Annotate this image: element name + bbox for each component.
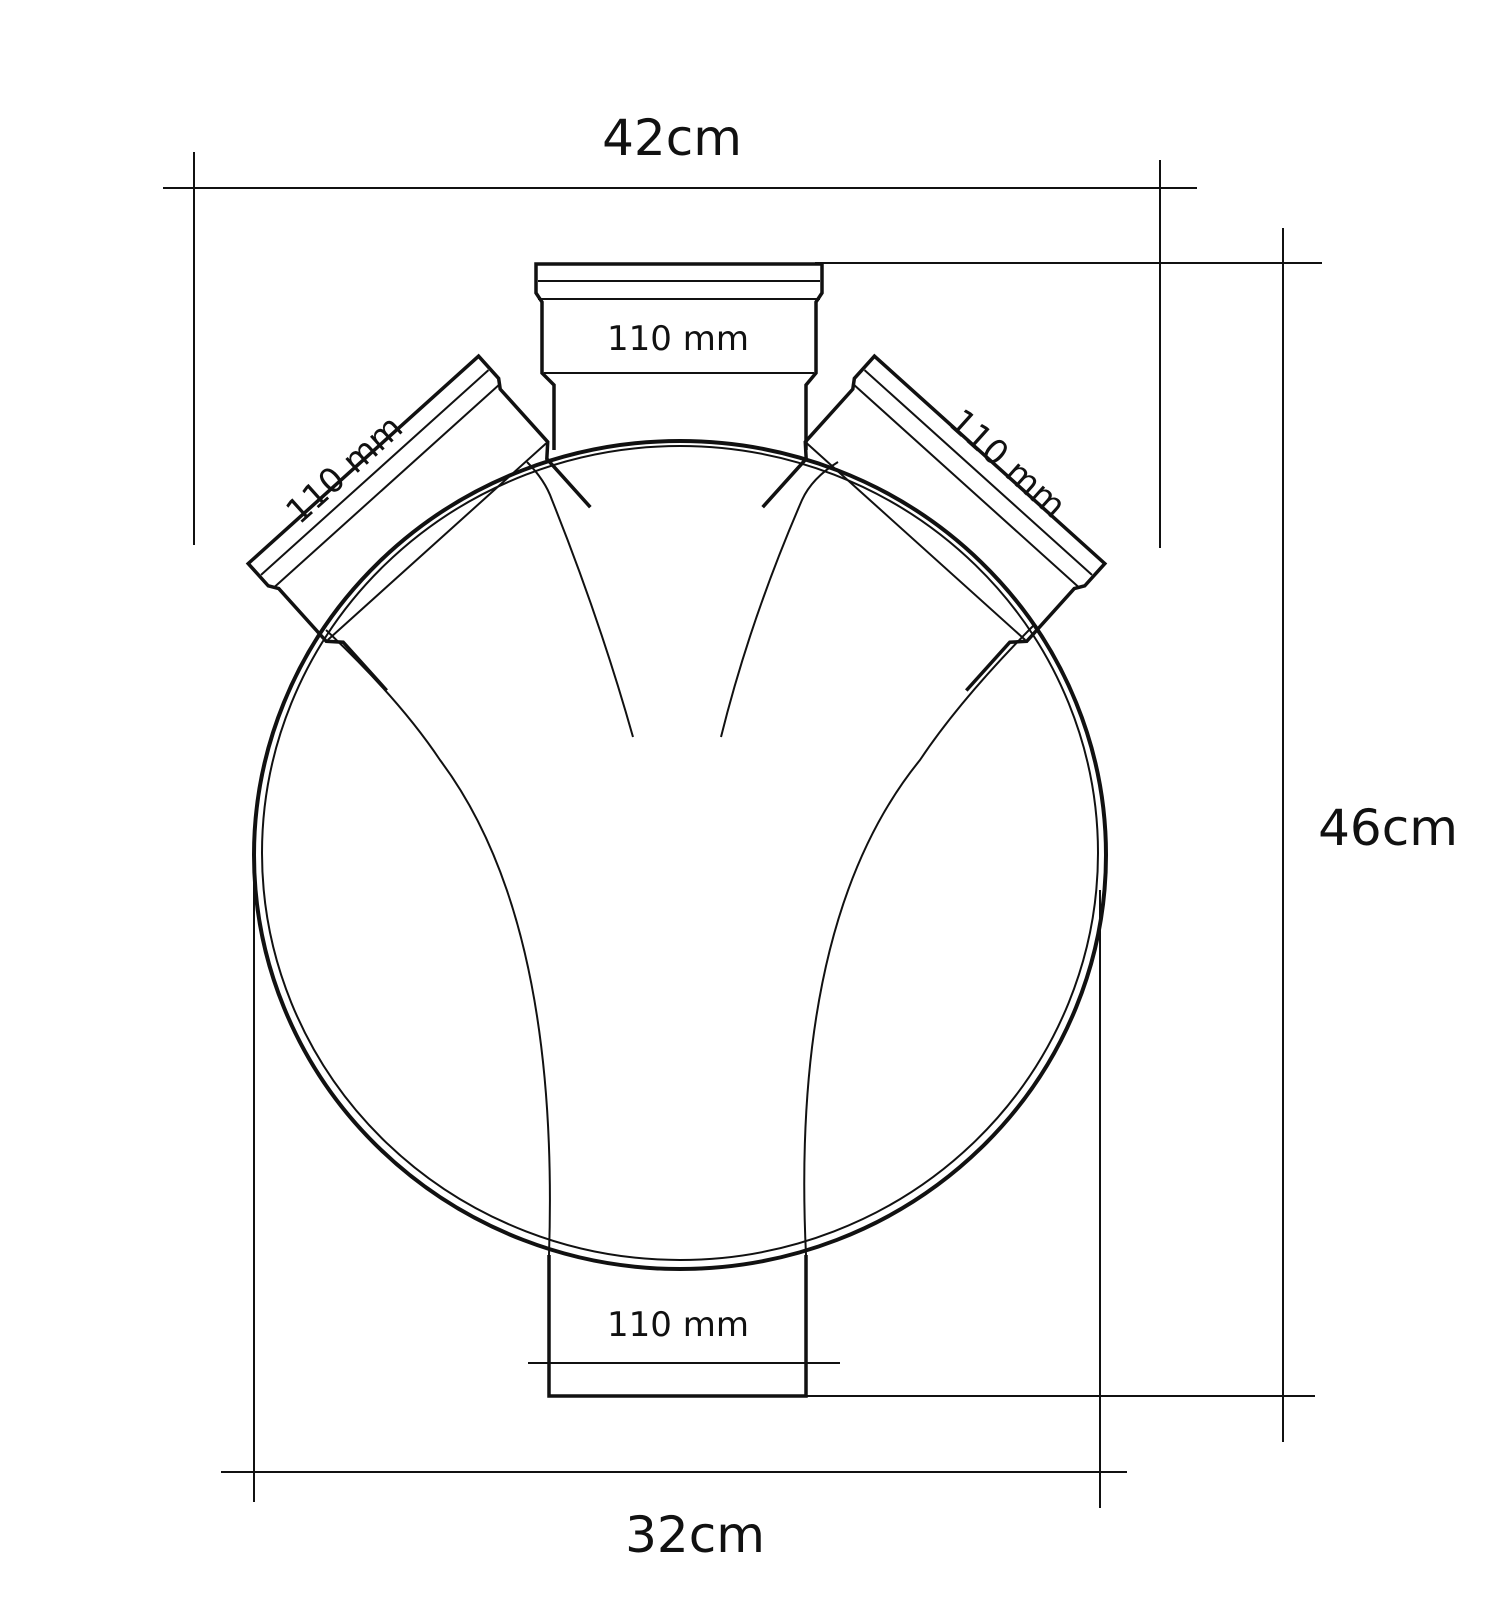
dimension-lines xyxy=(163,152,1322,1508)
top-socket-outline xyxy=(534,262,824,450)
upper-right-socket xyxy=(761,353,1108,692)
channel-top-right xyxy=(720,461,839,738)
upper-left-socket xyxy=(245,353,592,692)
bottom-outlet-outline xyxy=(547,1255,808,1398)
upper-right-socket-ring-3 xyxy=(806,442,1026,641)
upper-left-socket-ring-3 xyxy=(327,442,547,641)
dim-bottom-label: 32cm xyxy=(625,1506,765,1564)
pipe-top-label: 110 mm xyxy=(607,319,749,359)
main-body xyxy=(252,439,1108,1271)
dim-top-label: 42cm xyxy=(602,109,742,167)
dim-right-label: 46cm xyxy=(1318,799,1458,857)
upper-left-socket-outline xyxy=(245,353,592,692)
channel-top-left xyxy=(526,461,634,738)
body-circle-inner xyxy=(261,445,1099,1261)
upper-right-socket-ring-1 xyxy=(863,369,1093,576)
pipe-upper-left-label: 110 mm xyxy=(279,407,411,532)
top-socket xyxy=(534,262,824,450)
channel-left-sweep xyxy=(325,629,551,1256)
upper-left-socket-ring-1 xyxy=(260,369,490,576)
upper-right-socket-ring-2 xyxy=(851,382,1081,589)
pipe-upper-right-label: 110 mm xyxy=(941,401,1073,526)
upper-left-socket-ring-2 xyxy=(272,382,502,589)
pipe-bottom-label: 110 mm xyxy=(607,1305,749,1345)
upper-right-socket-outline xyxy=(761,353,1108,692)
bottom-outlet xyxy=(528,1255,840,1398)
internal-channels xyxy=(325,461,1034,1256)
body-circle-outer xyxy=(252,439,1108,1271)
channel-right-sweep xyxy=(803,625,1034,1256)
